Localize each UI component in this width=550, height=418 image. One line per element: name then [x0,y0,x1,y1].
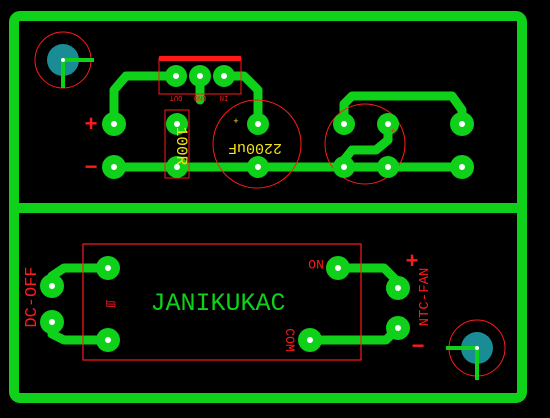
resistor-value-label: 100R [172,127,190,166]
ntc-fan-connector: NTC-FAN + − [386,248,433,358]
mounting-hole-bottom-right [446,319,506,380]
relay-coil-mark: ʃʃʃ [105,300,116,308]
input-minus-label: − [85,154,98,179]
regulator-pin-out-label: OUT [170,93,183,101]
dc-off-label: DC-OFF [23,266,42,327]
dc-off-connector: DC-OFF [23,266,64,334]
resistor-100r: 100R [164,109,190,179]
voltage-regulator: OUT GND IN [158,56,242,101]
ntc-fan-label: NTC-FAN [417,268,433,327]
capacitor-plus-label: + [233,117,238,127]
component-right-top: + [324,103,406,185]
capacitor-value-label: 2200uF [228,139,282,156]
pads-right-top [450,112,474,179]
input-plus-label: + [85,111,98,136]
relay-no-label: NO [308,256,324,271]
fan-plus-label: + [406,248,419,273]
input-pads: + − [85,111,126,179]
relay: JANIKUKAC NO COM ʃʃʃ [82,243,362,361]
capacitor-2200uf: + 2200uF [212,99,302,189]
component-right-plus-label: + [390,127,395,137]
fan-minus-label: − [412,333,425,358]
regulator-pin-gnd-label: GND [194,93,207,101]
relay-com-label: COM [282,328,297,351]
top-traces [109,71,467,172]
relay-title: JANIKUKAC [150,289,285,318]
mounting-hole-top-left [34,31,94,89]
regulator-pin-in-label: IN [220,93,228,101]
